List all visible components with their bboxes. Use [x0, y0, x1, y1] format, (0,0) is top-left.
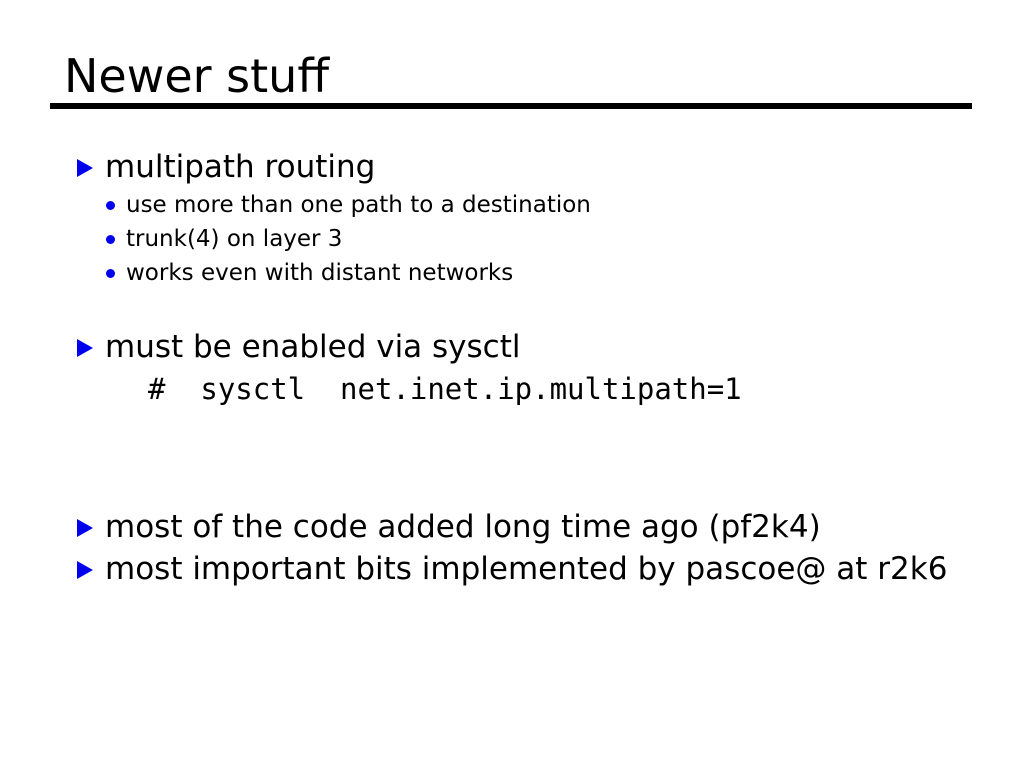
bullet-label: most important bits implemented by pasco…: [105, 551, 948, 587]
sub-bullet-item-trunk-layer3: trunk(4) on layer 3: [0, 222, 1024, 256]
sub-bullet-label: use more than one path to a destination: [126, 192, 591, 218]
bullet-group-history: most of the code added long time ago (pf…: [0, 506, 1024, 590]
spacer: [0, 290, 1024, 326]
triangle-right-icon: [77, 339, 93, 357]
command-line-sysctl: # sysctl net.inet.ip.multipath=1: [148, 372, 742, 406]
sub-bullet-label: trunk(4) on layer 3: [126, 226, 343, 252]
sub-bullet-item-use-more-paths: use more than one path to a destination: [0, 188, 1024, 222]
bullet-item-enabled-via-sysctl: must be enabled via sysctl: [0, 326, 1024, 368]
bullet-group-sysctl: must be enabled via sysctl # sysctl net.…: [0, 326, 1024, 410]
triangle-right-icon: [77, 159, 93, 177]
triangle-right-icon: [77, 561, 93, 579]
page-title: Newer stuff: [64, 49, 330, 103]
sub-bullet-label: works even with distant networks: [126, 260, 514, 286]
bullet-item-multipath-routing: multipath routing: [0, 146, 1024, 188]
bullet-label: multipath routing: [105, 149, 376, 185]
bullet-label: must be enabled via sysctl: [105, 329, 521, 365]
bullet-item-code-added-long-ago: most of the code added long time ago (pf…: [0, 506, 1024, 548]
round-bullet-icon: [106, 269, 115, 278]
bullet-item-implemented-by-pascoe: most important bits implemented by pasco…: [0, 548, 1024, 590]
round-bullet-icon: [106, 235, 115, 244]
bullet-label: most of the code added long time ago (pf…: [105, 509, 821, 545]
slide-body: multipath routing use more than one path…: [0, 146, 1024, 590]
bullet-group-multipath-routing: multipath routing use more than one path…: [0, 146, 1024, 290]
triangle-right-icon: [77, 519, 93, 537]
spacer: [0, 410, 1024, 506]
title-underline-rule: [50, 103, 972, 109]
round-bullet-icon: [106, 201, 115, 210]
sub-bullet-item-distant-networks: works even with distant networks: [0, 256, 1024, 290]
